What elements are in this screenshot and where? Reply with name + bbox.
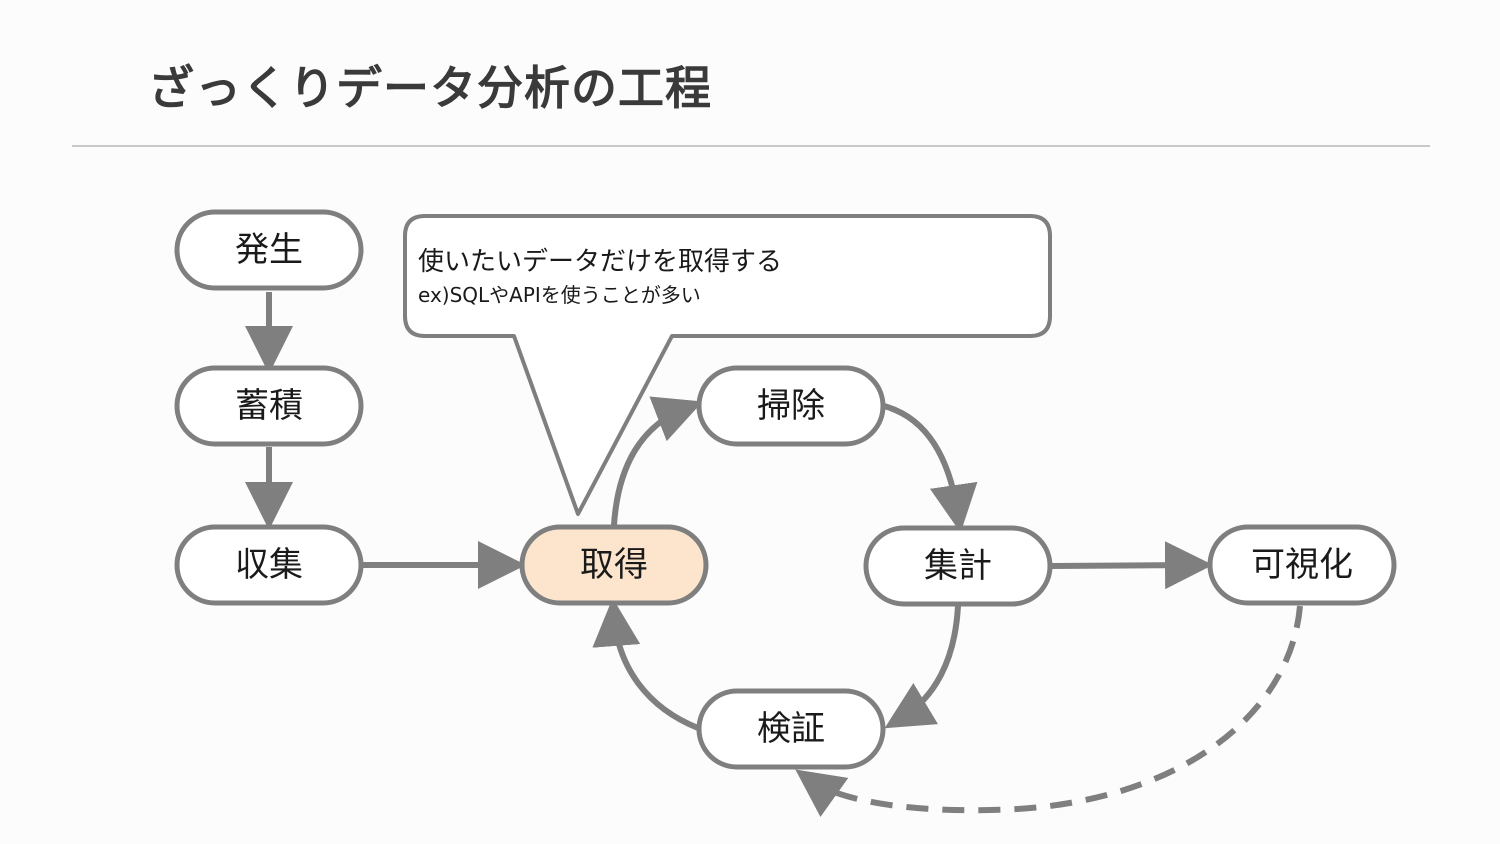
node-chikuseki: 蓄積 <box>174 365 364 447</box>
title-divider <box>72 145 1430 147</box>
node-hassei: 発生 <box>174 209 364 291</box>
node-label-shushu: 収集 <box>235 545 303 585</box>
callout-sub-text: ex)SQLやAPIを使うことが多い <box>418 283 701 307</box>
callout-shape <box>403 214 1052 516</box>
node-label-kashika: 可視化 <box>1251 545 1353 585</box>
arrow-kashika-kensho-dashed <box>795 605 1303 817</box>
node-label-shutoku: 取得 <box>580 545 648 585</box>
node-label-shukei: 集計 <box>924 546 992 586</box>
arrow-soji-shukei <box>883 403 978 533</box>
node-shutoku: 取得 <box>519 524 709 606</box>
node-shukei: 集計 <box>863 525 1053 607</box>
node-kensho: 検証 <box>696 688 886 770</box>
arrow-shukei-kashika <box>1051 541 1213 590</box>
node-label-kensho: 検証 <box>757 709 825 749</box>
node-label-soji: 掃除 <box>757 386 825 426</box>
arrow-kensho-shutoku <box>592 598 700 731</box>
node-kashika: 可視化 <box>1207 524 1397 606</box>
callout-bubble: 使いたいデータだけを取得する ex)SQLやAPIを使うことが多い <box>403 214 1052 516</box>
arrows <box>245 292 1303 817</box>
callout-main-text: 使いたいデータだけを取得する <box>418 247 782 277</box>
node-soji: 掃除 <box>696 365 886 447</box>
node-label-chikuseki: 蓄積 <box>235 386 303 426</box>
node-shushu: 収集 <box>174 524 364 606</box>
page-title: ざっくりデータ分析の工程 <box>148 61 712 115</box>
arrow-shutoku-soji <box>611 396 703 526</box>
node-label-hassei: 発生 <box>235 230 303 270</box>
arrow-shukei-kensho <box>884 605 961 729</box>
